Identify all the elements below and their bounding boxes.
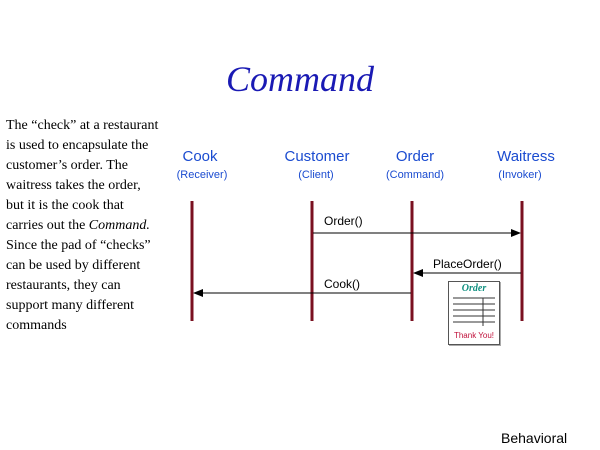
- description-line: but it is the cook that: [6, 198, 124, 213]
- order-check-pad: Order Thank You!: [448, 281, 500, 345]
- participant-waitress-role: (Invoker): [498, 169, 542, 181]
- order-pad-thanks: Thank You!: [453, 331, 495, 340]
- description-line: is used to encapsulate the: [6, 138, 149, 153]
- order-pad-lines: [453, 297, 495, 326]
- description-line: customer’s order. The: [6, 158, 128, 173]
- participant-customer-role: (Client): [298, 169, 334, 181]
- slide-footer-category: Behavioral: [501, 430, 568, 446]
- description-line: can be used by different: [6, 258, 141, 273]
- participant-order-name: Order: [395, 148, 435, 165]
- description-line: commands: [6, 318, 67, 333]
- description-text: The “check” at a restaurant is used to e…: [6, 116, 186, 336]
- participant-waitress-name: Waitress: [497, 148, 555, 165]
- description-line: Since the pad of “checks”: [6, 238, 151, 253]
- description-line: carries out the Command.: [6, 216, 186, 236]
- description-line: waitress takes the order,: [6, 178, 141, 193]
- participant-cook-role: (Receiver): [176, 169, 228, 181]
- message-order-label: Order(): [324, 214, 363, 228]
- participant-order-role: (Command): [385, 169, 445, 181]
- description-line-text: carries out the: [6, 218, 89, 233]
- description-line: support many different: [6, 298, 135, 313]
- description-line: The “check” at a restaurant: [6, 118, 159, 133]
- description-italic-command: Command.: [88, 218, 150, 233]
- message-placeorder-label: PlaceOrder(): [433, 257, 502, 271]
- description-line: restaurants, they can: [6, 278, 121, 293]
- message-cook-label: Cook(): [324, 277, 361, 291]
- participant-customer-name: Customer: [284, 148, 350, 165]
- order-pad-title: Order: [461, 283, 487, 294]
- participant-cook-name: Cook: [182, 148, 218, 165]
- slide-title: Command: [225, 59, 374, 99]
